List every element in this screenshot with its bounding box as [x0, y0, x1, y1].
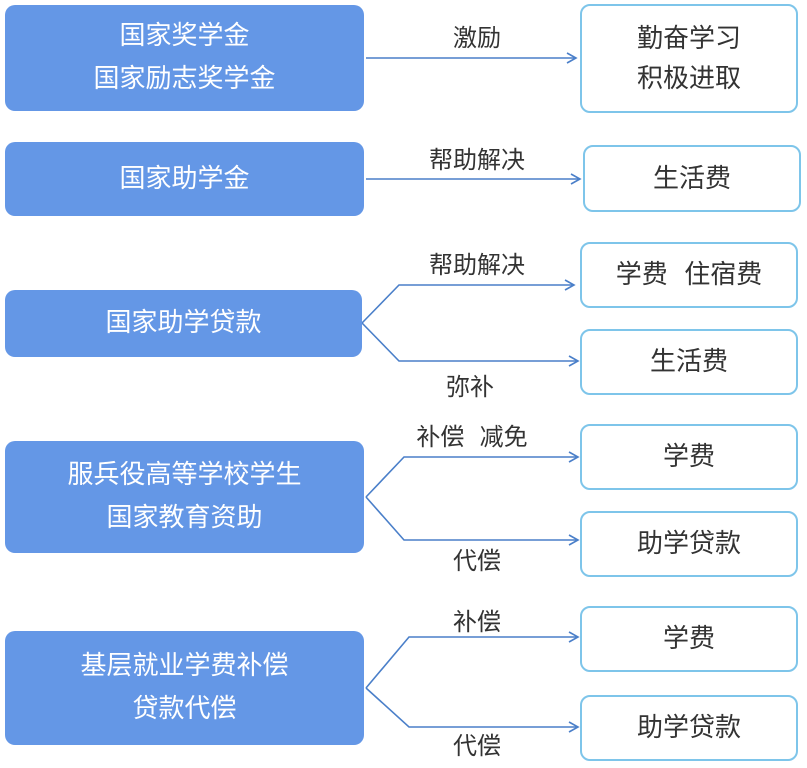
- target-line: 积极进取: [636, 63, 741, 94]
- source-box-national-grant: 国家助学金: [5, 142, 364, 216]
- edge-label-repay: 代偿: [453, 547, 501, 575]
- edge-label-compensate-waive: 补偿 减免: [416, 423, 528, 451]
- target-box-living-expenses-2: 生活费: [580, 329, 798, 395]
- source-box-military-service: 服兵役高等学校学生 国家教育资助: [5, 441, 364, 553]
- source-box-grassroots-employment: 基层就业学费补偿 贷款代偿: [5, 631, 364, 745]
- target-line: 学费: [662, 624, 715, 654]
- target-box-tuition-2: 学费: [580, 606, 798, 672]
- edge-label-incentive: 激励: [453, 24, 501, 52]
- target-line: 助学贷款: [636, 713, 741, 743]
- target-box-student-loan-2: 助学贷款: [580, 695, 798, 761]
- target-box-student-loan: 助学贷款: [580, 511, 798, 577]
- target-box-living-expenses: 生活费: [583, 145, 801, 212]
- source-box-national-scholarship: 国家奖学金 国家励志奖学金: [5, 5, 364, 111]
- target-line: 学费: [662, 442, 715, 472]
- source-line: 基层就业学费补偿: [80, 651, 289, 681]
- target-box-tuition-housing: 学费 住宿费: [580, 242, 798, 308]
- source-box-student-loan: 国家助学贷款: [5, 290, 362, 357]
- arrow-row2-upper: [361, 279, 576, 324]
- target-line: 勤奋学习: [636, 23, 741, 54]
- target-box-tuition: 学费: [580, 424, 798, 490]
- source-line: 国家助学贷款: [105, 308, 262, 338]
- source-line: 国家助学金: [119, 163, 250, 194]
- edge-label-compensate: 弥补: [446, 373, 494, 401]
- source-line: 国家励志奖学金: [93, 64, 276, 94]
- edge-label-repay-2: 代偿: [453, 732, 501, 760]
- target-box-study-hard: 勤奋学习 积极进取: [580, 4, 798, 113]
- target-line: 生活费: [652, 163, 731, 194]
- source-line: 国家教育资助: [106, 503, 263, 533]
- edge-label-help-solve: 帮助解决: [429, 146, 525, 174]
- arrow-row4-lower: [365, 687, 580, 733]
- arrow-row4-upper: [365, 631, 580, 689]
- arrow-row2-lower: [361, 322, 580, 367]
- source-line: 贷款代偿: [132, 694, 237, 724]
- edge-label-compensate-2: 补偿: [453, 608, 501, 636]
- edge-label-help-solve: 帮助解决: [429, 251, 525, 279]
- target-line: 学费 住宿费: [615, 260, 763, 290]
- source-line: 国家奖学金: [119, 21, 250, 51]
- target-line: 生活费: [649, 347, 728, 377]
- arrow-row3-lower: [365, 496, 580, 546]
- source-line: 服兵役高等学校学生: [67, 460, 302, 490]
- arrow-row3-upper: [365, 451, 580, 498]
- target-line: 助学贷款: [636, 529, 741, 559]
